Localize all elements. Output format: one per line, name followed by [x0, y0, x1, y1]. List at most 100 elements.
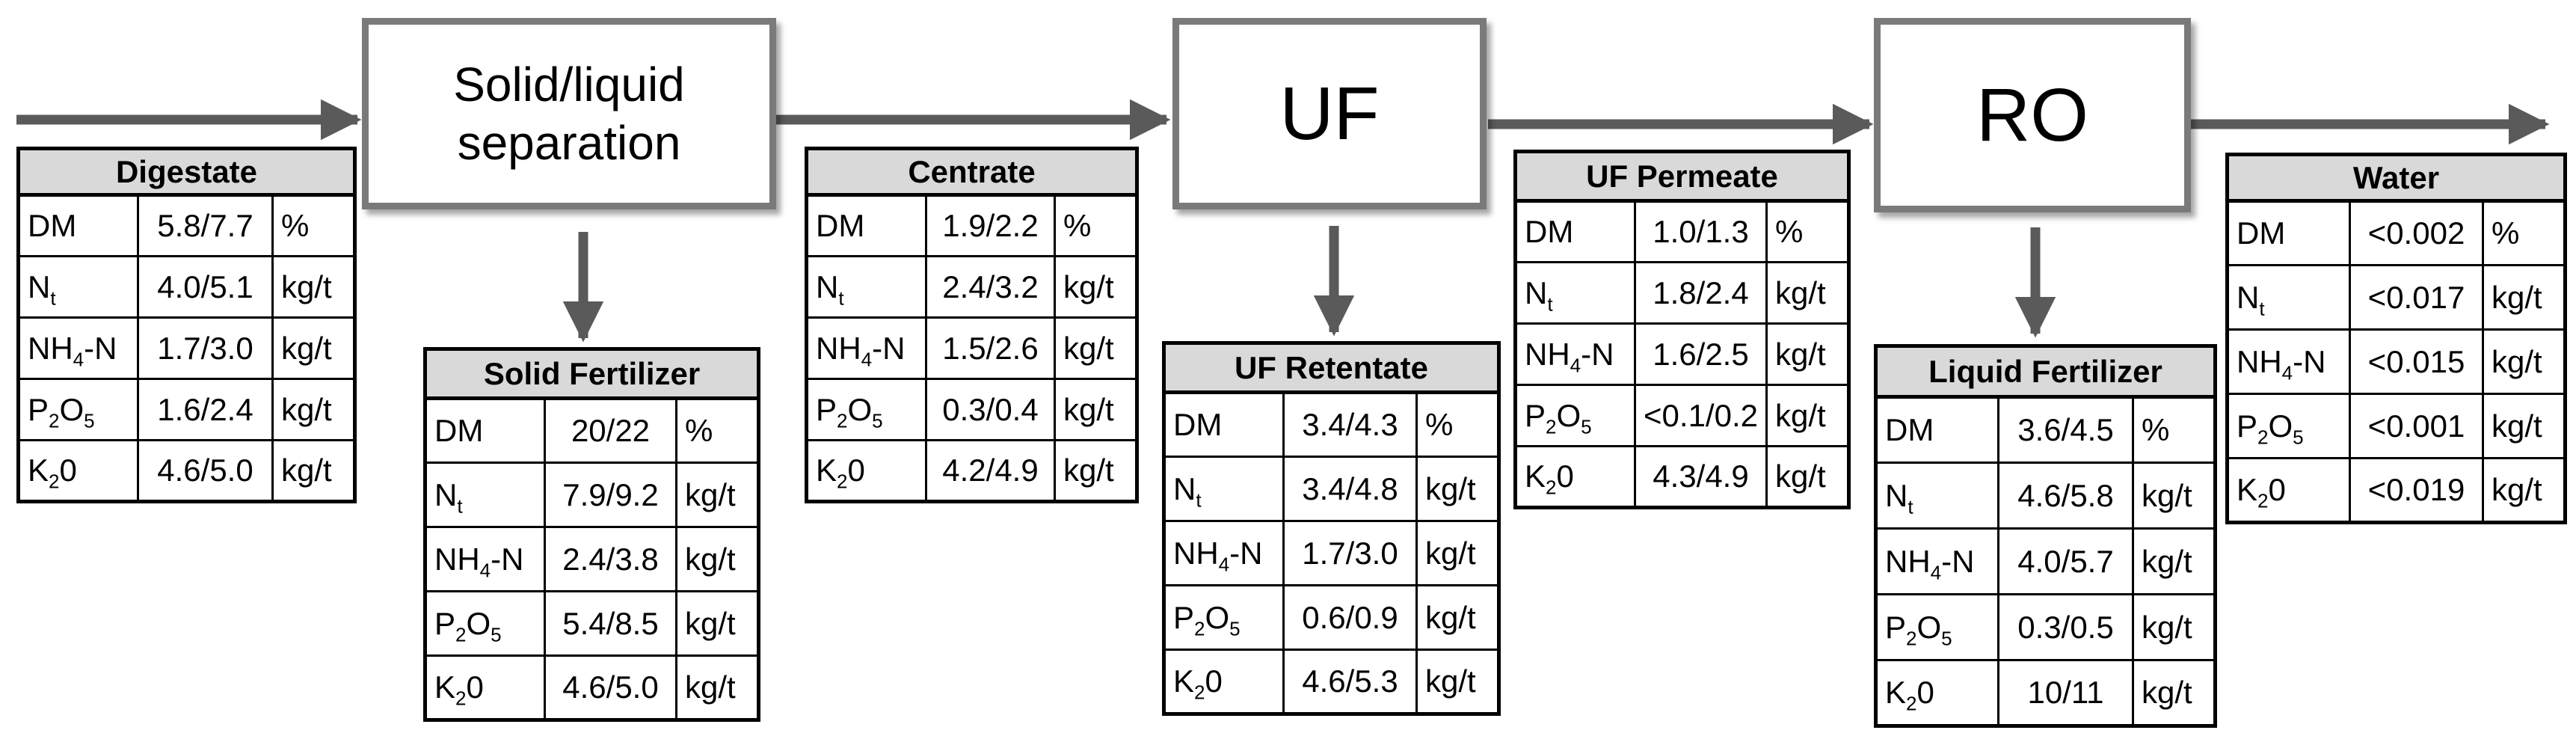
unit-cell: kg/t [1053, 255, 1140, 319]
param-cell: DM [1162, 391, 1285, 458]
param-cell: P2O5 [1874, 593, 1999, 661]
unit-cell: kg/t [1415, 584, 1501, 651]
param-cell: K20 [16, 439, 139, 503]
param-cell: P2O5 [2225, 393, 2351, 459]
unit-cell: % [674, 397, 761, 464]
table-title: Centrate [804, 147, 1140, 197]
value-cell: 2.4/3.2 [925, 255, 1056, 319]
unit-cell: kg/t [1415, 520, 1501, 586]
table-title: Water [2225, 153, 2567, 203]
param-cell: K20 [805, 439, 927, 503]
param-cell: P2O5 [805, 378, 927, 441]
unit-cell: kg/t [2482, 393, 2567, 459]
param-cell: NH4-N [423, 526, 546, 592]
unit-cell: kg/t [1765, 322, 1851, 386]
value-cell: 4.6/5.0 [544, 654, 677, 722]
unit-cell: kg/t [271, 439, 357, 503]
unit-cell: kg/t [2131, 593, 2218, 661]
value-cell: 3.6/4.5 [1997, 396, 2134, 464]
table-title: UF Retentate [1162, 341, 1501, 394]
value-cell: 1.0/1.3 [1634, 200, 1768, 263]
param-cell: DM [2225, 200, 2351, 266]
process-label: RO [1976, 73, 2088, 157]
value-cell: 1.9/2.2 [925, 194, 1056, 257]
table-title: Digestate [16, 147, 357, 197]
unit-cell: kg/t [674, 654, 761, 722]
param-cell: P2O5 [423, 590, 546, 657]
unit-cell: kg/t [1415, 649, 1501, 716]
value-cell: 1.6/2.5 [1634, 322, 1768, 386]
param-cell: P2O5 [1162, 584, 1285, 651]
unit-cell: kg/t [1053, 439, 1140, 503]
value-cell: 20/22 [544, 397, 677, 464]
unit-cell: % [271, 194, 357, 257]
value-cell: 3.4/4.3 [1282, 391, 1418, 458]
unit-cell: % [1053, 194, 1140, 257]
unit-cell: kg/t [1053, 316, 1140, 380]
value-cell: 0.3/0.5 [1997, 593, 2134, 661]
ro-box: RO [1874, 18, 2191, 212]
value-cell: 1.8/2.4 [1634, 261, 1768, 325]
unit-cell: kg/t [1765, 384, 1851, 447]
unit-cell: % [2482, 200, 2567, 266]
param-cell: NH4-N [16, 316, 139, 380]
process-label-line: separation [457, 116, 681, 170]
solid-liquid-separation-box: Solid/liquid separation [362, 18, 776, 209]
unit-cell: kg/t [1415, 456, 1501, 522]
param-cell: K20 [1874, 659, 1999, 728]
unit-cell: % [2131, 396, 2218, 464]
param-cell: K20 [1513, 445, 1636, 509]
unit-cell: % [1415, 391, 1501, 458]
unit-cell: kg/t [271, 255, 357, 319]
param-cell: P2O5 [1513, 384, 1636, 447]
value-cell: 0.6/0.9 [1282, 584, 1418, 651]
value-cell: 4.6/5.3 [1282, 649, 1418, 716]
unit-cell: kg/t [2482, 264, 2567, 331]
value-cell: <0.1/0.2 [1634, 384, 1768, 447]
unit-cell: kg/t [2131, 527, 2218, 595]
unit-cell: kg/t [2131, 462, 2218, 530]
unit-cell: kg/t [674, 462, 761, 528]
table-row: DM<0.002% [2225, 200, 2567, 266]
param-cell: Nt [1513, 261, 1636, 325]
value-cell: 5.4/8.5 [544, 590, 677, 657]
unit-cell: kg/t [1765, 261, 1851, 325]
param-cell: K20 [423, 654, 546, 722]
value-cell: 1.7/3.0 [137, 316, 274, 380]
unit-cell: kg/t [2482, 457, 2567, 524]
table-title: Solid Fertilizer [422, 347, 761, 400]
value-cell: 4.0/5.1 [137, 255, 274, 319]
value-cell: 5.8/7.7 [137, 194, 274, 257]
unit-cell: kg/t [674, 590, 761, 657]
param-cell: NH4-N [805, 316, 927, 380]
param-cell: DM [1513, 200, 1636, 263]
table-title: UF Permeate [1513, 150, 1851, 203]
param-cell: Nt [1162, 456, 1285, 522]
unit-cell: kg/t [674, 526, 761, 592]
value-cell: 0.3/0.4 [925, 378, 1056, 441]
